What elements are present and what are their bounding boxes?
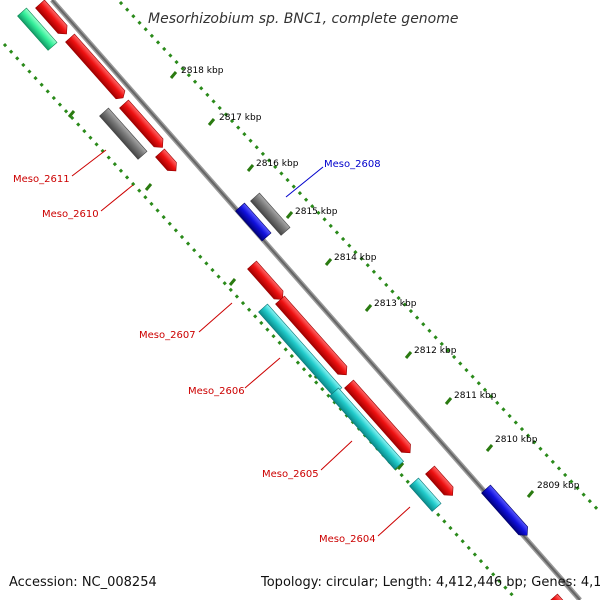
leader-line xyxy=(198,302,233,333)
blue-gene-meso-2608[interactable] xyxy=(235,202,272,242)
leader-line xyxy=(71,149,107,177)
tick-label: 2818 kbp xyxy=(181,66,224,76)
tick-mark xyxy=(364,304,373,312)
genome-title: Mesorhizobium sp. BNC1, complete genome xyxy=(148,11,459,27)
leader-line xyxy=(320,440,353,471)
tick-label: 2809 kbp xyxy=(537,481,580,491)
gene-label-meso-2605[interactable]: Meso_2605 xyxy=(262,469,319,480)
tick-mark xyxy=(396,462,405,470)
topology-summary: Topology: circular; Length: 4,412,446 bp… xyxy=(260,575,600,590)
tick-mark xyxy=(246,164,255,172)
tick-mark xyxy=(207,118,216,126)
blue-gene[interactable] xyxy=(481,484,532,539)
red-gene[interactable] xyxy=(548,593,568,600)
gene-label-meso-2610[interactable]: Meso_2610 xyxy=(42,209,99,220)
green-gene[interactable] xyxy=(17,7,58,51)
tick-mark xyxy=(485,444,494,452)
tick-label: 2813 kbp xyxy=(374,299,417,309)
tick-mark xyxy=(285,211,294,219)
tick-label: 2815 kbp xyxy=(295,207,338,217)
cyan-gene-meso-2604[interactable] xyxy=(409,477,442,512)
tick-label: 2814 kbp xyxy=(334,253,377,263)
gene-label-meso-2607[interactable]: Meso_2607 xyxy=(139,330,196,341)
red-gene-meso-2605[interactable] xyxy=(344,379,415,457)
tick-mark xyxy=(169,71,178,79)
leader-line xyxy=(285,166,324,198)
leader-line xyxy=(377,506,411,537)
red-gene[interactable] xyxy=(425,465,458,499)
inner-dotted-track xyxy=(2,42,517,600)
tick-label: 2816 kbp xyxy=(256,159,299,169)
tick-label: 2811 kbp xyxy=(454,391,497,401)
gray-gene-meso-2608[interactable] xyxy=(250,192,291,236)
cyan-gene-meso-2605[interactable] xyxy=(329,387,404,470)
gray-gene-meso-2611[interactable] xyxy=(99,107,148,160)
red-gene[interactable] xyxy=(65,33,128,102)
gene-label-meso-2611[interactable]: Meso_2611 xyxy=(13,174,70,185)
gene-label-meso-2608[interactable]: Meso_2608 xyxy=(324,159,381,170)
red-gene[interactable] xyxy=(155,148,181,175)
tick-label: 2812 kbp xyxy=(414,346,457,356)
tick-mark xyxy=(324,258,333,266)
ticks xyxy=(169,71,535,498)
tick-mark xyxy=(404,351,413,359)
gene-label-meso-2604[interactable]: Meso_2604 xyxy=(319,534,376,545)
leader-line xyxy=(244,357,281,389)
accession-text: Accession: NC_008254 xyxy=(9,575,157,590)
tick-label: 2817 kbp xyxy=(219,113,262,123)
red-gene-meso-2610[interactable] xyxy=(119,99,167,151)
tick-mark xyxy=(144,183,153,191)
red-gene-meso-2607[interactable] xyxy=(247,260,288,303)
tick-mark xyxy=(67,110,76,118)
leader-line xyxy=(100,184,134,212)
tick-label: 2810 kbp xyxy=(495,435,538,445)
gene-label-meso-2606[interactable]: Meso_2606 xyxy=(188,386,245,397)
tick-mark xyxy=(526,490,535,498)
tick-mark xyxy=(444,397,453,405)
red-gene-meso-2606[interactable] xyxy=(275,295,351,379)
red-gene[interactable] xyxy=(35,0,72,38)
tick-mark xyxy=(228,278,237,286)
